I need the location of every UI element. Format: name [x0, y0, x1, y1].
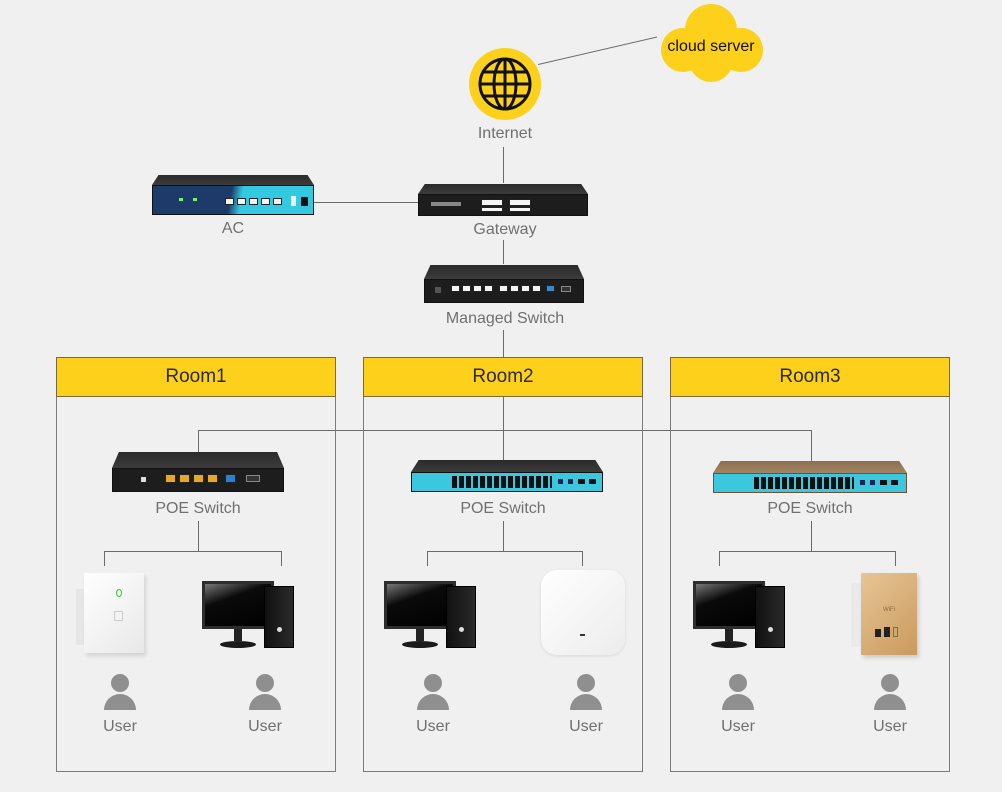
link-bus-room3	[811, 430, 812, 462]
room2-link-device-2	[582, 551, 583, 566]
room3-desktop-pc	[693, 581, 785, 656]
room2-container	[363, 357, 643, 772]
room3-user-2-label: User	[873, 718, 907, 735]
room2-user-2-icon	[566, 674, 606, 714]
link-internet-cloud	[538, 36, 658, 65]
room1-link-switch-devices	[198, 521, 199, 551]
room1-user-2-icon	[245, 674, 285, 714]
link-bus-room2	[503, 397, 504, 462]
room2-link-device-bus	[427, 551, 583, 552]
link-bus-room1	[198, 430, 199, 452]
room1-poe-switch-device	[112, 452, 284, 492]
room3-user-2-icon	[870, 674, 910, 714]
room3-link-device-2	[895, 551, 896, 566]
ac-controller-device	[152, 175, 314, 215]
ac-label: AC	[221, 220, 245, 237]
room1-poe-switch-label: POE Switch	[155, 500, 241, 517]
link-gateway-switch	[503, 240, 504, 264]
room3-wifi-badge: WiFi	[883, 607, 895, 613]
room2-desktop-pc	[384, 581, 476, 656]
room3-user-1-icon	[718, 674, 758, 714]
room3-container	[670, 357, 950, 772]
cloud-server-icon	[661, 4, 763, 82]
room1-user-2-label: User	[248, 718, 282, 735]
room1-link-device-2	[281, 551, 282, 566]
internet-node	[469, 48, 541, 120]
room3-link-switch-devices	[811, 521, 812, 551]
link-internet-gateway	[503, 147, 504, 183]
globe-icon	[478, 57, 532, 111]
room3-poe-switch-label: POE Switch	[767, 500, 853, 517]
managed-switch-device	[424, 265, 584, 303]
room1-user-1-icon	[100, 674, 140, 714]
room2-link-switch-devices	[503, 521, 504, 551]
gateway-label: Gateway	[473, 221, 537, 238]
room2-user-1-label: User	[416, 718, 450, 735]
room1-link-device-bus	[104, 551, 282, 552]
link-switch-room2	[503, 330, 504, 357]
room2-poe-switch-device	[411, 460, 603, 492]
room3-header: Room3	[670, 357, 950, 397]
managed-switch-label: Managed Switch	[445, 310, 565, 327]
room3-link-device-1	[719, 551, 720, 566]
cloud-server-label: cloud server	[667, 38, 755, 55]
room3-wall-access-point: WiFi	[851, 573, 923, 658]
room1-link-device-1	[104, 551, 105, 566]
room3-user-1-label: User	[721, 718, 755, 735]
room2-ceiling-access-point	[541, 570, 625, 655]
internet-label: Internet	[477, 125, 533, 142]
link-ac-gateway	[314, 202, 422, 203]
room2-link-device-1	[427, 551, 428, 566]
room1-desktop-pc	[202, 581, 294, 656]
room1-header: Room1	[56, 357, 336, 397]
room2-poe-switch-label: POE Switch	[460, 500, 546, 517]
link-distribution-bus	[198, 430, 811, 431]
room2-header: Room2	[363, 357, 643, 397]
room3-link-device-bus	[719, 551, 896, 552]
room2-user-1-icon	[413, 674, 453, 714]
gateway-device	[418, 184, 588, 216]
room1-user-1-label: User	[103, 718, 137, 735]
room1-wall-access-point	[76, 573, 148, 661]
room3-poe-switch-device	[713, 461, 907, 493]
room1-container	[56, 357, 336, 772]
room2-user-2-label: User	[569, 718, 603, 735]
